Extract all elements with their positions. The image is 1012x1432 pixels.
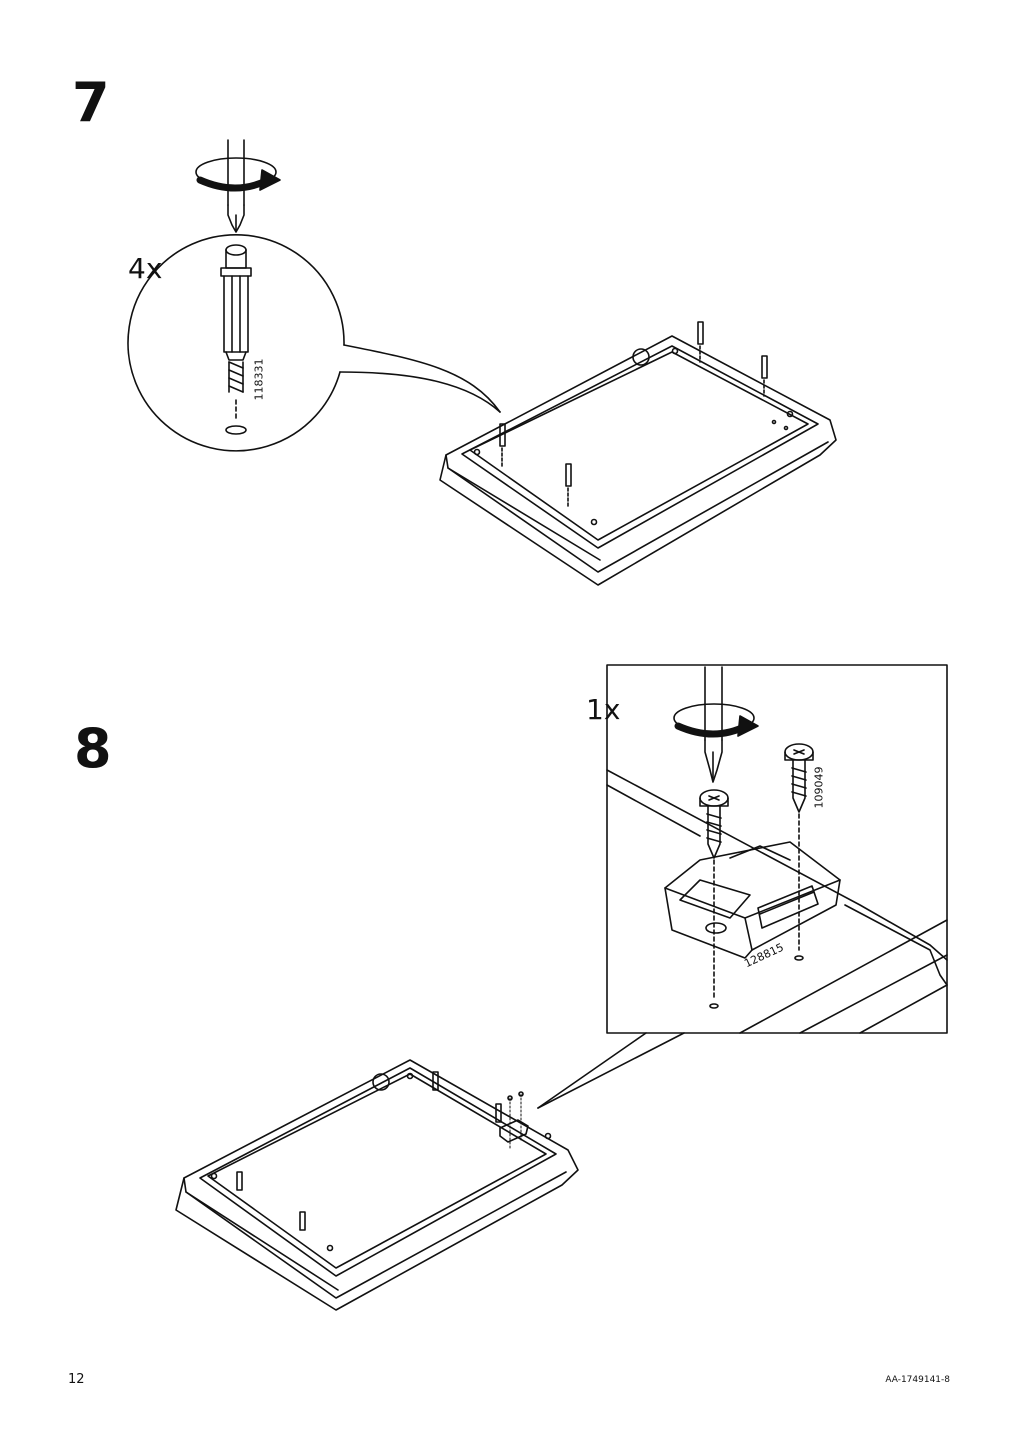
dowel-icon <box>697 321 704 363</box>
step8-detail-box <box>537 664 948 1109</box>
rotate-arrow-icon <box>673 703 759 738</box>
step7-detail-callout <box>127 234 501 452</box>
dowel-icon <box>499 423 506 467</box>
catch-128815 <box>664 841 841 959</box>
step7-panel <box>439 321 837 586</box>
page-number: 12 <box>68 1372 85 1387</box>
step-number: 7 <box>72 71 110 134</box>
screwdriver-icon <box>227 139 245 233</box>
dowel-118331 <box>220 244 252 435</box>
screw-109049 <box>784 743 814 961</box>
step-number: 8 <box>74 717 112 780</box>
document-id: AA-1749141-8 <box>885 1375 950 1385</box>
dowel-icon <box>565 463 572 507</box>
quantity-label: 1x <box>586 693 621 726</box>
dowel-icon <box>761 355 768 397</box>
dowel-icon <box>432 1071 439 1091</box>
quantity-label: 4x <box>128 252 163 285</box>
dowel-icon <box>236 1171 243 1191</box>
screwdriver-icon <box>704 666 723 783</box>
dowel-icon <box>299 1211 306 1231</box>
step8-panel <box>175 1059 579 1311</box>
part-number: 118331 <box>252 358 266 401</box>
catch-small-icon <box>499 1091 529 1151</box>
dowel-icon <box>495 1103 502 1123</box>
part-number: 109049 <box>812 766 826 809</box>
rotate-arrow-icon <box>195 157 281 192</box>
